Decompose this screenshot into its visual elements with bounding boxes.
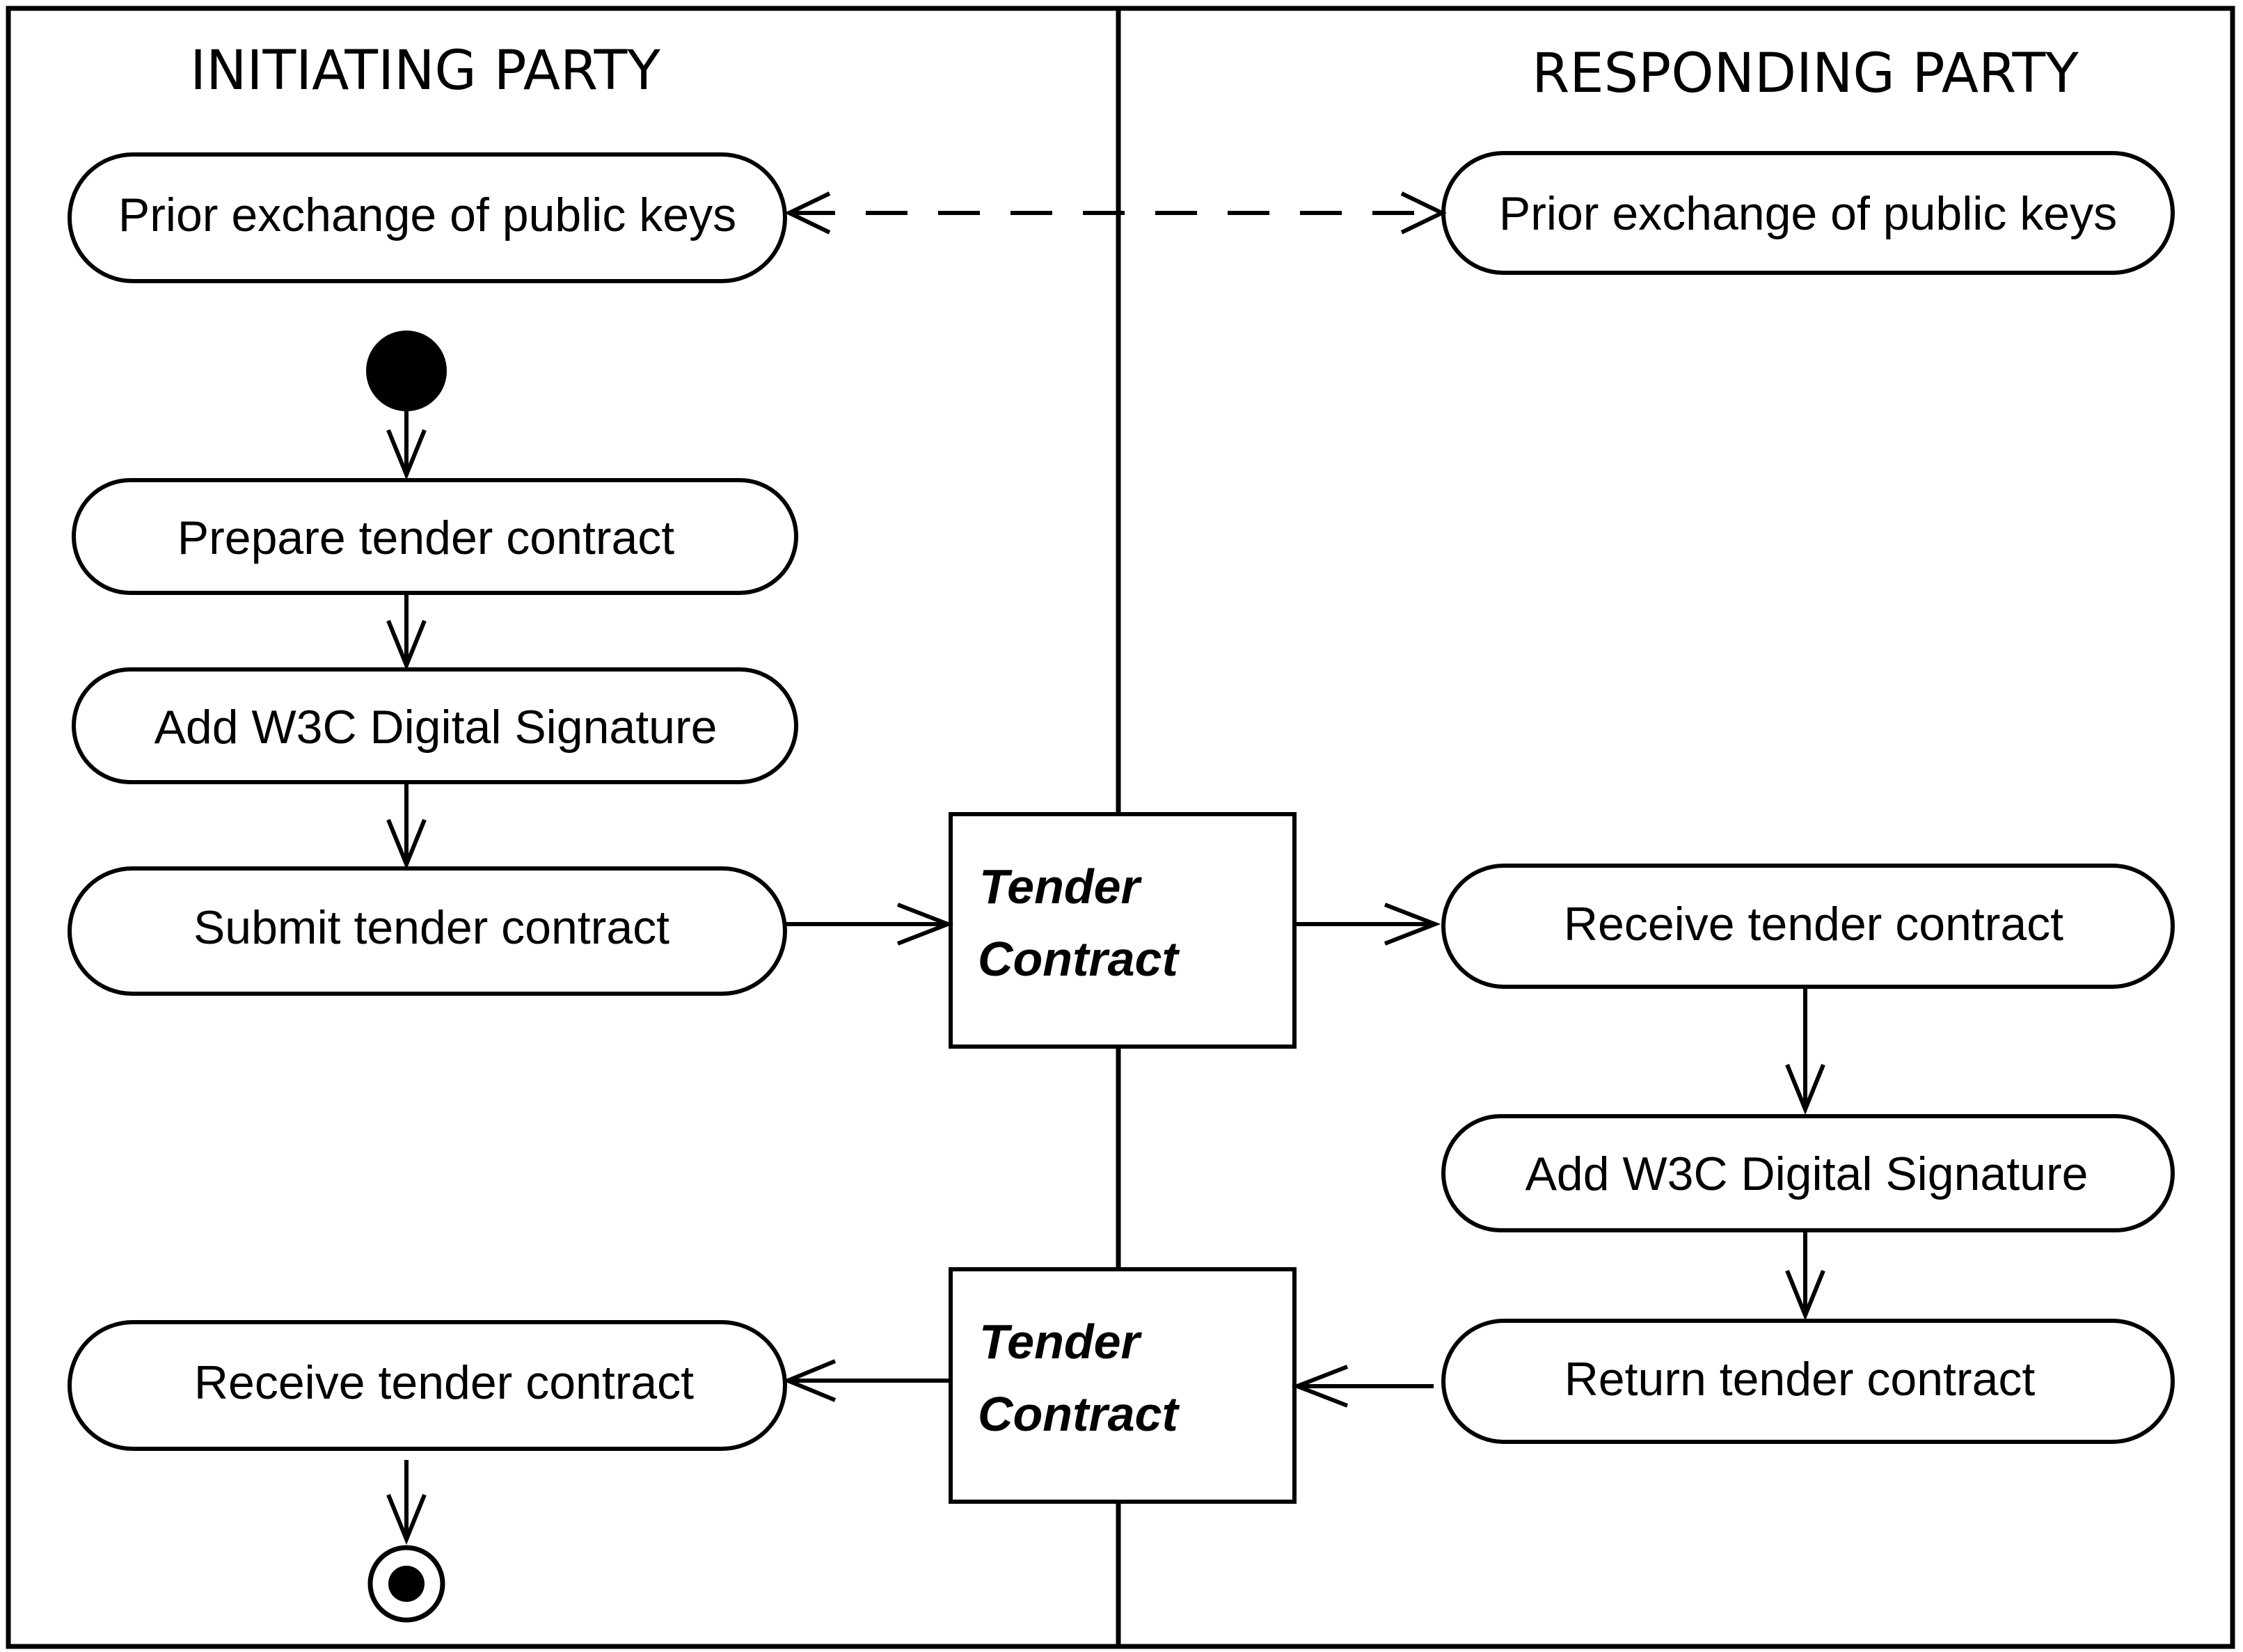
initial-node [366, 331, 447, 411]
activity-label: Submit tender contract [193, 901, 669, 954]
activity-prior-exchange-responding: Prior exchange of public keys [1441, 151, 2175, 275]
flow-arrow [1785, 1230, 1825, 1321]
flow-arrow [1291, 1365, 1434, 1408]
flow-arrow [386, 411, 427, 480]
flow-arrow [1294, 903, 1441, 946]
activity-label: Prior exchange of public keys [1499, 187, 2117, 240]
object-tender-contract-return: Tender Contract [949, 1267, 1297, 1504]
activity-receive-tender-contract-responding: Receive tender contract [1441, 864, 2175, 989]
object-label-line1: Tender [979, 1315, 1143, 1369]
activity-label: Prepare tender contract [177, 511, 675, 564]
activity-label: Add W3C Digital Signature [154, 701, 718, 754]
flow-arrow [782, 1359, 951, 1402]
activity-label: Prior exchange of public keys [118, 189, 736, 241]
activity-label: Add W3C Digital Signature [1525, 1147, 2089, 1200]
flow-arrow [386, 593, 427, 671]
flow-arrow [1785, 987, 1825, 1115]
activity-add-signature-initiating: Add W3C Digital Signature [72, 667, 798, 784]
lane-title-initiating: INITIATING PARTY [190, 40, 660, 102]
activity-return-tender-contract: Return tender contract [1441, 1319, 2175, 1444]
object-label-line2: Contract [978, 1387, 1180, 1441]
object-tender-contract-submit: Tender Contract [949, 812, 1297, 1049]
flow-arrow [386, 782, 427, 870]
object-label-line2: Contract [978, 932, 1180, 986]
activity-receive-tender-contract-initiating: Receive tender contract [68, 1320, 787, 1451]
final-node [367, 1545, 445, 1623]
flow-arrow [785, 903, 954, 946]
activity-label: Receive tender contract [1564, 898, 2063, 951]
activity-add-signature-responding: Add W3C Digital Signature [1441, 1114, 2175, 1232]
lane-title-responding: RESPONDING PARTY [1532, 42, 2079, 105]
key-exchange-dashed-arrow [784, 191, 1447, 235]
activity-submit-tender-contract: Submit tender contract [68, 866, 787, 996]
activity-label: Return tender contract [1564, 1353, 2036, 1406]
activity-prior-exchange-initiating: Prior exchange of public keys [68, 152, 787, 283]
flow-arrow [386, 1460, 427, 1545]
activity-label: Receive tender contract [194, 1356, 694, 1409]
activity-prepare-tender-contract: Prepare tender contract [72, 478, 798, 595]
object-label-line1: Tender [979, 859, 1143, 914]
